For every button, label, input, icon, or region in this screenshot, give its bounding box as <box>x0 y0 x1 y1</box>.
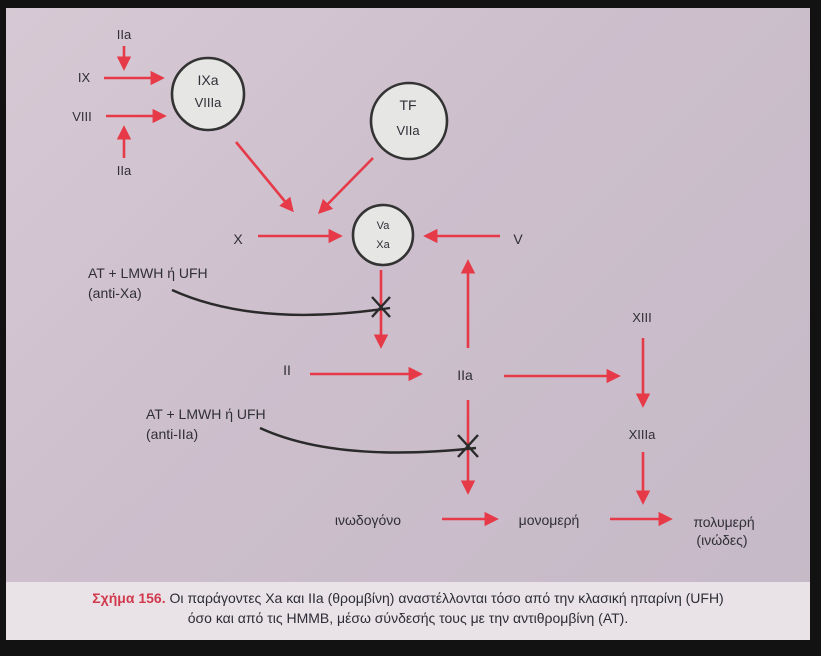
label-xiiia: XIIIa <box>629 427 657 442</box>
inhibition-cross-anti-xa <box>371 296 391 318</box>
node-va-label: Va <box>377 220 391 232</box>
label-xiii: XIII <box>632 310 652 325</box>
label-iia-center: IIa <box>457 367 473 383</box>
caption-text-1: Οι παράγοντες Xa και IIa (θρομβίνη) ανασ… <box>169 590 724 606</box>
caption-line-2: όσο και από τις ΗΜΜΒ, μέσω σύνδεσής τους… <box>187 610 629 626</box>
figure-caption: Σχήμα 156. Οι παράγοντες Xa και IIa (θρο… <box>6 582 810 640</box>
node-va-xa-circle <box>351 203 415 267</box>
label-polymers: πολυμερή <box>693 514 754 530</box>
label-monomers: μονομερή <box>519 512 580 528</box>
node-ixa-label: IXa <box>197 72 218 88</box>
node-tf-viia: TF VIIa <box>369 81 449 161</box>
label-x: X <box>233 231 243 247</box>
node-ixa-viiia-circle <box>170 56 246 132</box>
node-tf-label: TF <box>399 97 416 113</box>
node-xa-label: Xa <box>376 239 390 251</box>
label-anti-xa: (anti-Xa) <box>88 285 142 301</box>
label-ii: II <box>283 362 291 378</box>
node-tf-viia-circle <box>369 81 449 161</box>
inhibition-curve-anti-iia <box>259 426 477 454</box>
label-fibrinogen: ινωδογόνο <box>335 512 401 528</box>
node-viiia-label: VIIIa <box>195 95 223 110</box>
node-ixa-viiia: IXa VIIIa <box>170 56 246 132</box>
caption-line-1: Σχήμα 156. Οι παράγοντες Xa και IIa (θρο… <box>6 588 810 608</box>
arrow-ixa-to-x <box>234 141 294 213</box>
caption-label: Σχήμα 156. <box>92 590 166 606</box>
label-iia-bottom-left: IIa <box>117 163 132 178</box>
label-v: V <box>513 231 523 247</box>
label-inhibitor-anti-iia: AT + LMWH ή UFH <box>146 406 266 422</box>
node-va-xa: Va Xa <box>351 203 415 267</box>
label-fibrin: (ινώδες) <box>696 532 747 548</box>
coagulation-diagram: IXa VIIIa TF VIIa Va Xa IIa IX VIII IIa … <box>72 27 754 548</box>
label-inhibitor-anti-xa: AT + LMWH ή UFH <box>88 265 208 281</box>
label-ix: IX <box>78 70 91 85</box>
inhibition-cross-anti-iia <box>457 434 479 458</box>
label-viii: VIII <box>72 109 92 124</box>
label-anti-iia: (anti-IIa) <box>146 426 198 442</box>
textbook-figure: IXa VIIIa TF VIIa Va Xa IIa IX VIII IIa … <box>6 8 810 640</box>
arrow-tf-to-x <box>317 157 374 215</box>
inhibition-curve-anti-xa <box>171 288 391 317</box>
label-iia-top: IIa <box>117 27 132 42</box>
node-viia-label: VIIa <box>396 123 420 138</box>
